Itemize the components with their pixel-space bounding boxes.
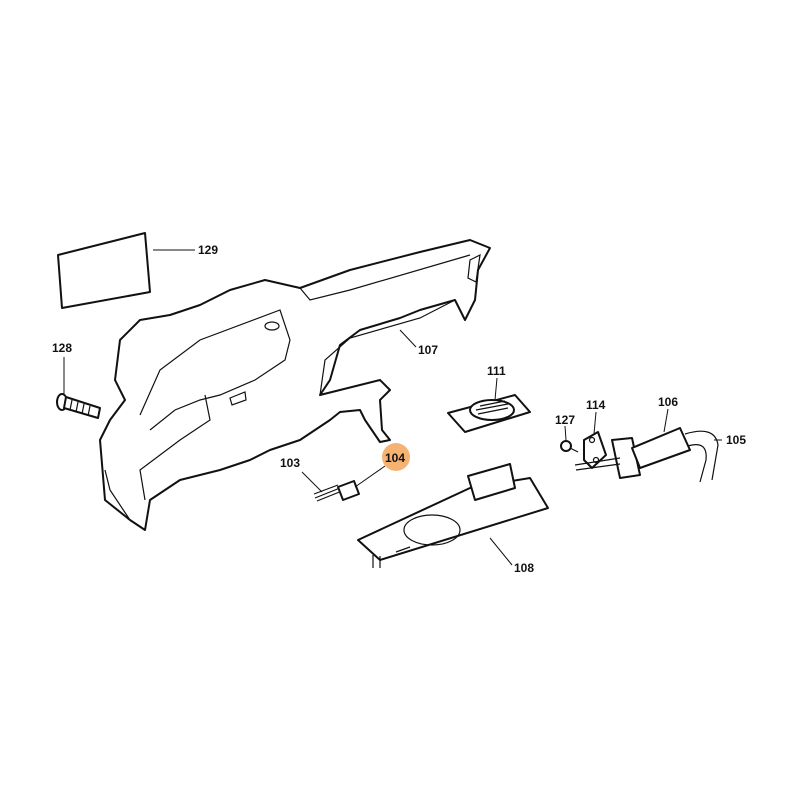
callout-114[interactable]: 114 — [586, 398, 606, 412]
part-129-label-plate[interactable] — [57, 232, 151, 309]
part-107-housing[interactable] — [99, 239, 491, 531]
part-127-screw[interactable] — [560, 440, 579, 453]
callout-105[interactable]: 105 — [726, 433, 746, 447]
callout-104[interactable]: 104 — [385, 451, 405, 465]
part-104-brush[interactable] — [337, 480, 360, 501]
callout-127[interactable]: 127 — [555, 413, 575, 427]
part-108-switch-board[interactable] — [357, 463, 549, 568]
callout-103[interactable]: 103 — [280, 456, 300, 470]
callout-108[interactable]: 108 — [514, 561, 534, 575]
callout-129[interactable]: 129 — [198, 243, 218, 257]
part-105-power-cable[interactable] — [684, 430, 719, 483]
callout-106[interactable]: 106 — [658, 395, 678, 409]
part-103-spring[interactable] — [313, 484, 343, 502]
part-128-screw[interactable] — [56, 393, 101, 419]
callout-111[interactable]: 111 — [487, 364, 506, 378]
leader-lines — [63, 249, 722, 566]
part-111-switch-cover[interactable] — [447, 394, 531, 433]
callout-107[interactable]: 107 — [418, 343, 438, 357]
highlight-circle-104[interactable] — [382, 443, 410, 471]
callout-labels: 129 128 107 111 127 114 106 105 103 104 … — [52, 243, 746, 575]
part-106-cord-guard[interactable] — [574, 427, 691, 479]
callout-128[interactable]: 128 — [52, 341, 72, 355]
